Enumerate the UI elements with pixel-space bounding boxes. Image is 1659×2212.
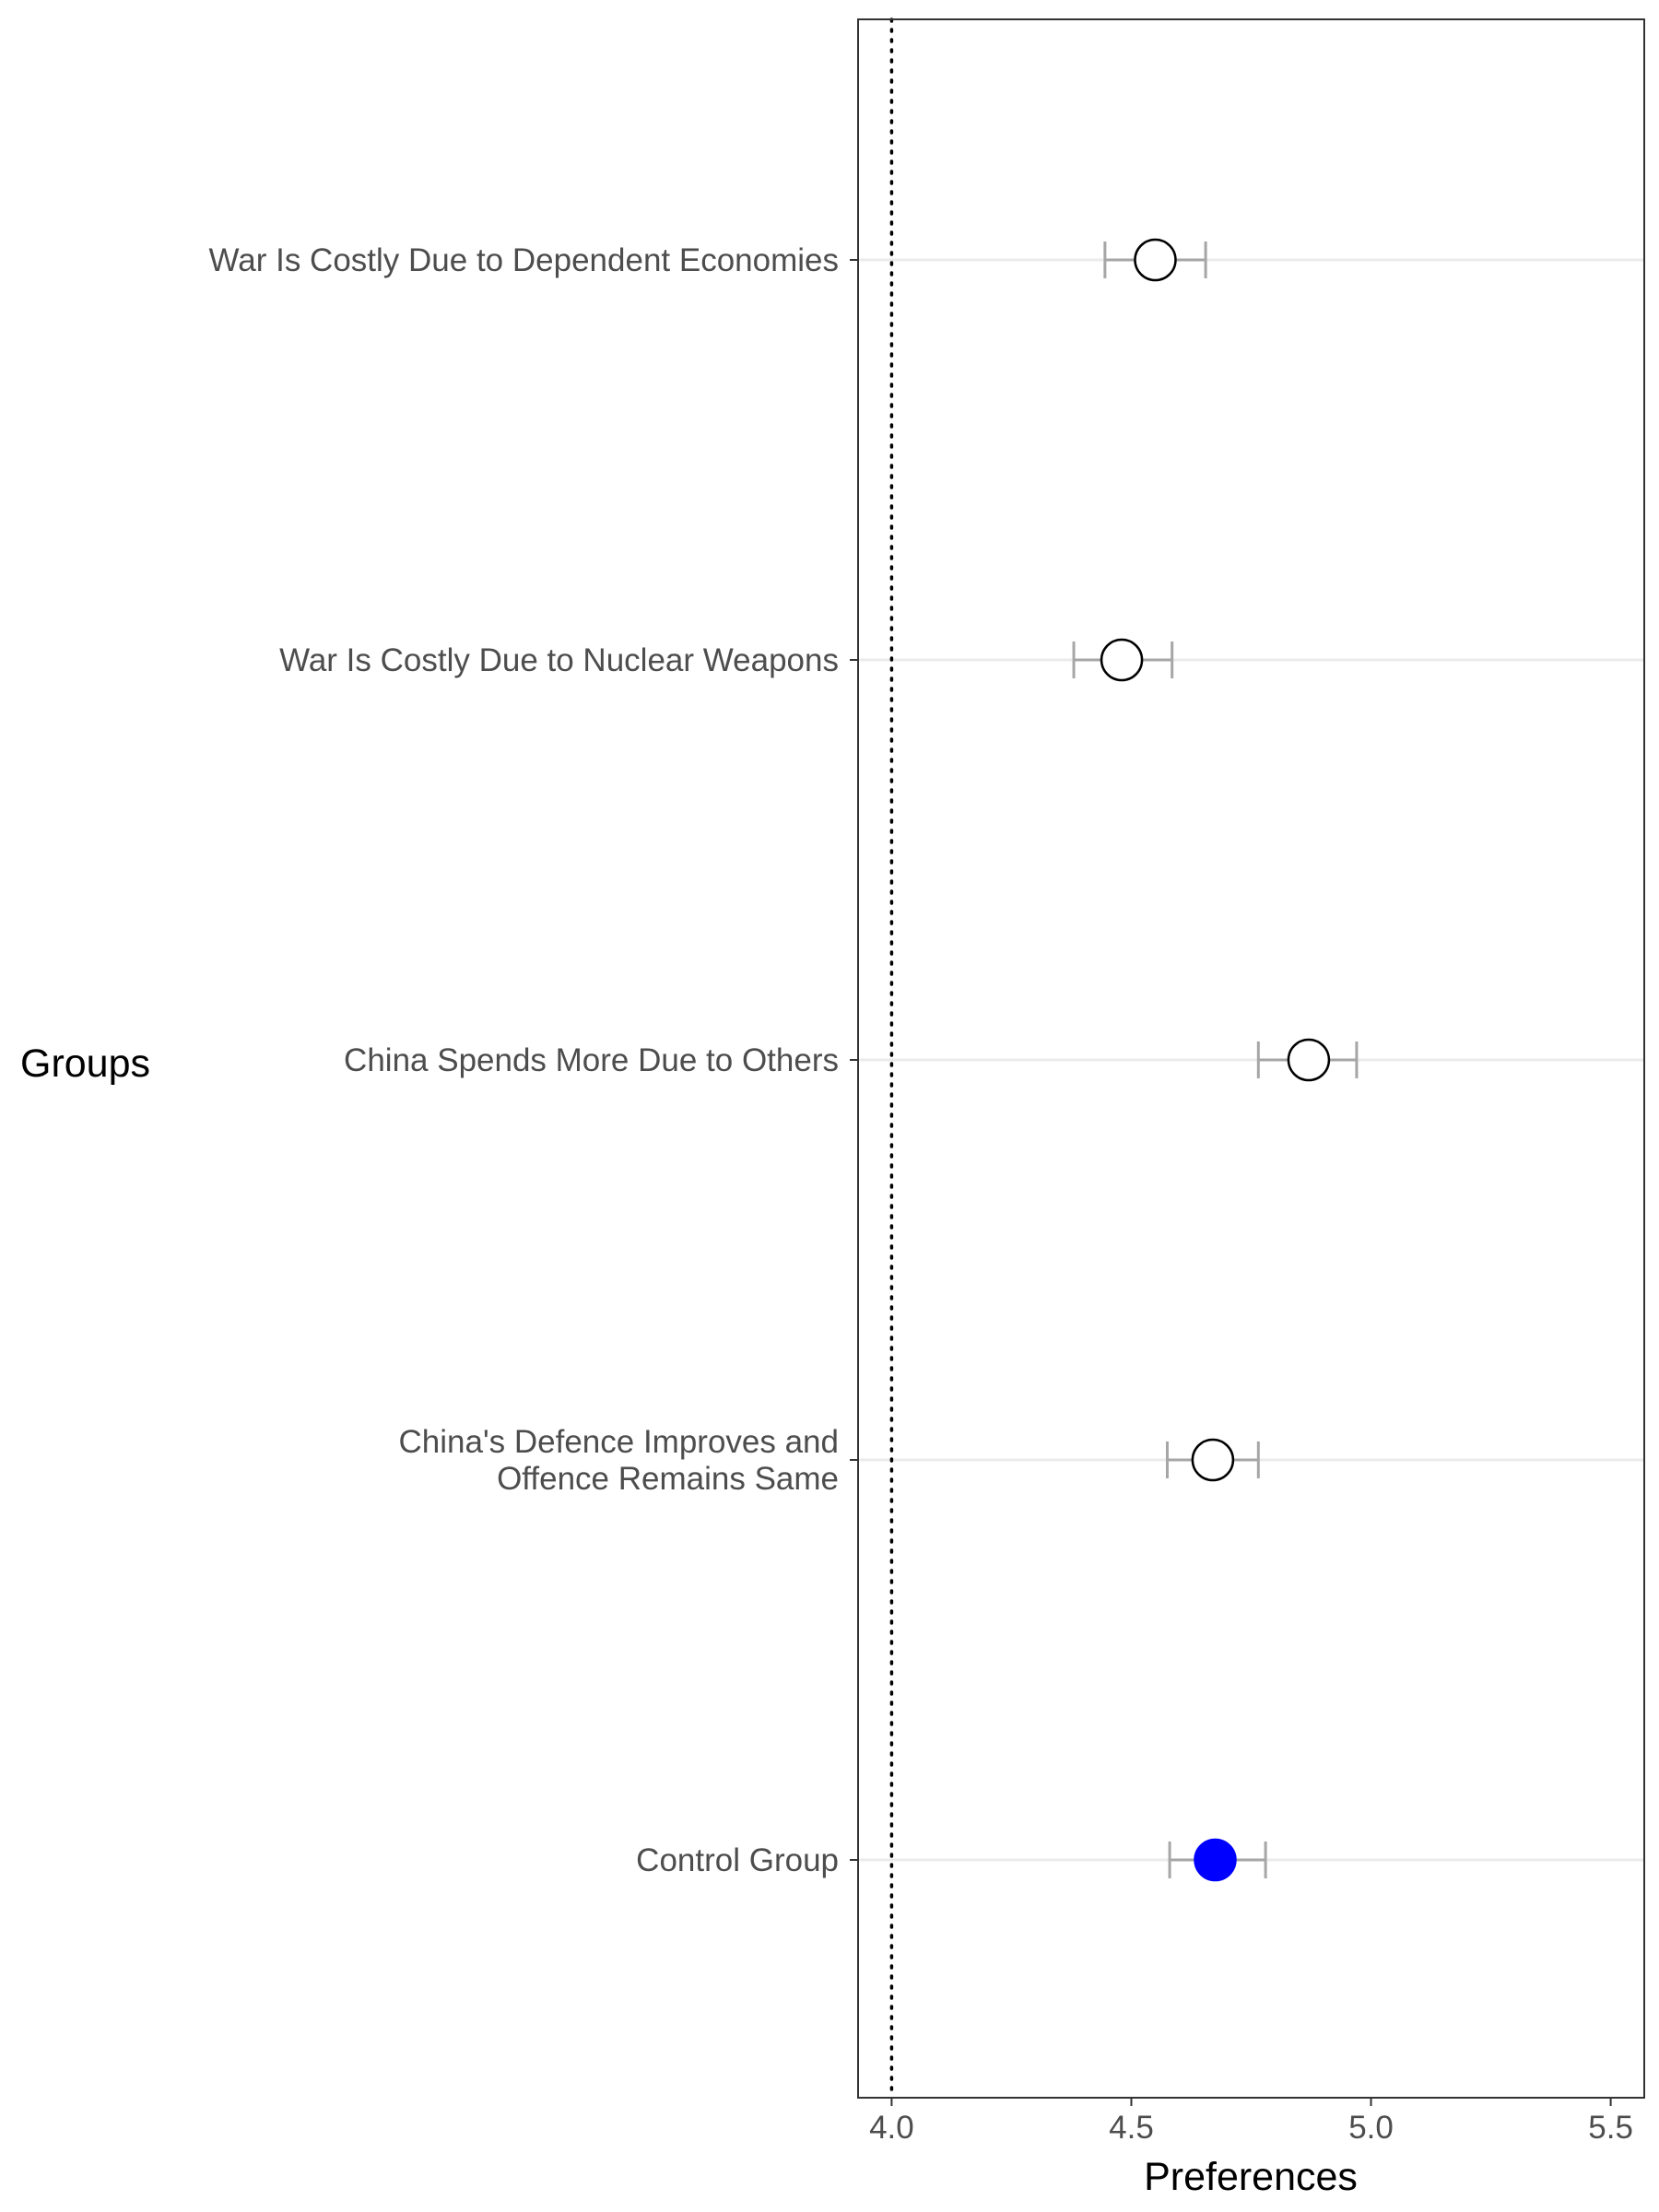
panel-border — [857, 18, 1645, 2099]
x-tick-label: 4.5 — [1109, 2110, 1154, 2146]
y-tick-label-line: China Spends More Due to Others — [344, 1042, 839, 1078]
point-estimate — [1134, 238, 1177, 282]
x-tick-label: 5.5 — [1588, 2110, 1633, 2146]
point-estimate — [1191, 1438, 1235, 1482]
y-tick-label: China Spends More Due to Others — [344, 1042, 839, 1078]
x-tick-label: 4.0 — [869, 2110, 914, 2146]
x-tick-label: 5.0 — [1348, 2110, 1394, 2146]
y-tick-label: War Is Costly Due to Nuclear Weapons — [279, 642, 839, 678]
data-marks — [1072, 238, 1359, 1882]
y-tick-label: War Is Costly Due to Dependent Economies — [209, 242, 839, 278]
x-axis: 4.0 4.5 5.0 5.5 — [869, 2098, 1633, 2146]
y-axis-title: Groups — [20, 1041, 150, 1086]
x-axis-title: Preferences — [1144, 2155, 1358, 2199]
y-tick-label-line: Control Group — [636, 1842, 839, 1878]
y-axis: War Is Costly Due to Dependent Economies… — [209, 242, 858, 1878]
y-tick-label: Control Group — [636, 1842, 839, 1878]
y-tick-label-line: War Is Costly Due to Nuclear Weapons — [279, 642, 839, 678]
y-tick-label-line: Offence Remains Same — [497, 1461, 839, 1497]
point-estimate — [1287, 1038, 1331, 1082]
y-tick-label-line: China's Defence Improves and — [399, 1424, 840, 1460]
point-estimate-control — [1194, 1838, 1237, 1882]
y-tick-label-line: War Is Costly Due to Dependent Economies — [209, 242, 839, 278]
point-estimate — [1100, 638, 1144, 682]
